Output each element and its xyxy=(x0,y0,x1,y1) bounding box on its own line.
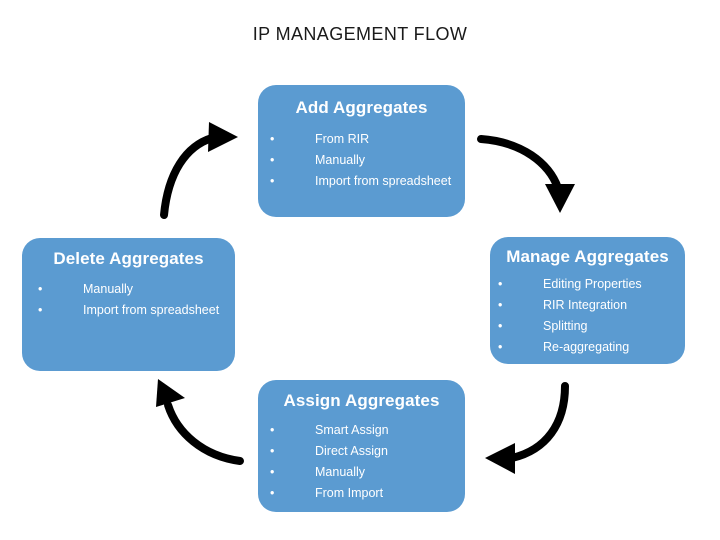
bullet-icon: • xyxy=(270,443,275,458)
bullet-icon: • xyxy=(270,152,275,167)
bullet-icon: • xyxy=(270,422,275,437)
list-item: • Smart Assign xyxy=(270,420,465,441)
list-item: • From RIR xyxy=(270,129,465,150)
list-item-label: Manually xyxy=(83,281,134,296)
node-delete-aggregates[interactable]: Delete Aggregates • Manually • Import fr… xyxy=(22,238,235,371)
list-item: • Manually xyxy=(270,462,465,483)
list-item: • From Import xyxy=(270,483,465,504)
bullet-icon: • xyxy=(270,131,275,146)
list-item-label: Direct Assign xyxy=(315,443,388,458)
arrow-add-to-manage xyxy=(477,135,575,213)
bullet-icon: • xyxy=(270,485,275,500)
list-item: • Direct Assign xyxy=(270,441,465,462)
arrow-delete-to-add xyxy=(160,122,238,219)
page-title: IP MANAGEMENT FLOW xyxy=(252,24,468,44)
list-item-label: From RIR xyxy=(315,131,370,146)
list-item: • Editing Properties xyxy=(498,274,685,295)
node-assign-aggregates-title: Assign Aggregates xyxy=(283,391,440,410)
node-add-aggregates-bullets: • From RIR • Manually • Import from spre… xyxy=(270,129,465,192)
node-manage-aggregates-bullets: • Editing Properties • RIR Integration •… xyxy=(498,274,685,358)
bullet-icon: • xyxy=(38,281,43,296)
list-item-label: Manually xyxy=(315,464,366,479)
list-item: • Import from spreadsheet xyxy=(38,300,235,321)
list-item-label: Splitting xyxy=(543,318,588,333)
bullet-icon: • xyxy=(270,173,275,188)
node-delete-aggregates-title: Delete Aggregates xyxy=(53,249,204,268)
bullet-icon: • xyxy=(498,276,503,291)
list-item-label: Editing Properties xyxy=(543,276,642,291)
node-add-aggregates[interactable]: Add Aggregates • From RIR • Manually • I… xyxy=(258,85,465,217)
list-item-label: RIR Integration xyxy=(543,297,628,312)
node-assign-aggregates-bullets: • Smart Assign • Direct Assign • Manuall… xyxy=(270,420,465,504)
bullet-icon: • xyxy=(270,464,275,479)
list-item-label: Smart Assign xyxy=(315,422,389,437)
list-item-label: Import from spreadsheet xyxy=(83,302,220,317)
arrow-assign-to-delete xyxy=(156,379,244,465)
bullet-icon: • xyxy=(498,339,503,354)
bullet-icon: • xyxy=(498,318,503,333)
bullet-icon: • xyxy=(38,302,43,317)
node-assign-aggregates[interactable]: Assign Aggregates • Smart Assign • Direc… xyxy=(258,380,465,512)
node-manage-aggregates-title: Manage Aggregates xyxy=(506,247,669,266)
node-manage-aggregates[interactable]: Manage Aggregates • Editing Properties •… xyxy=(490,237,685,364)
list-item-label: From Import xyxy=(315,485,384,500)
list-item: • Manually xyxy=(270,150,465,171)
list-item: • Import from spreadsheet xyxy=(270,171,465,192)
list-item: • Manually xyxy=(38,279,235,300)
node-delete-aggregates-bullets: • Manually • Import from spreadsheet xyxy=(38,279,235,321)
arrow-manage-to-assign xyxy=(485,382,569,474)
list-item-label: Manually xyxy=(315,152,366,167)
list-item-label: Import from spreadsheet xyxy=(315,173,452,188)
list-item: • RIR Integration xyxy=(498,295,685,316)
list-item: • Splitting xyxy=(498,316,685,337)
list-item-label: Re-aggregating xyxy=(543,339,630,354)
node-add-aggregates-title: Add Aggregates xyxy=(295,98,428,117)
list-item: • Re-aggregating xyxy=(498,337,685,358)
bullet-icon: • xyxy=(498,297,503,312)
